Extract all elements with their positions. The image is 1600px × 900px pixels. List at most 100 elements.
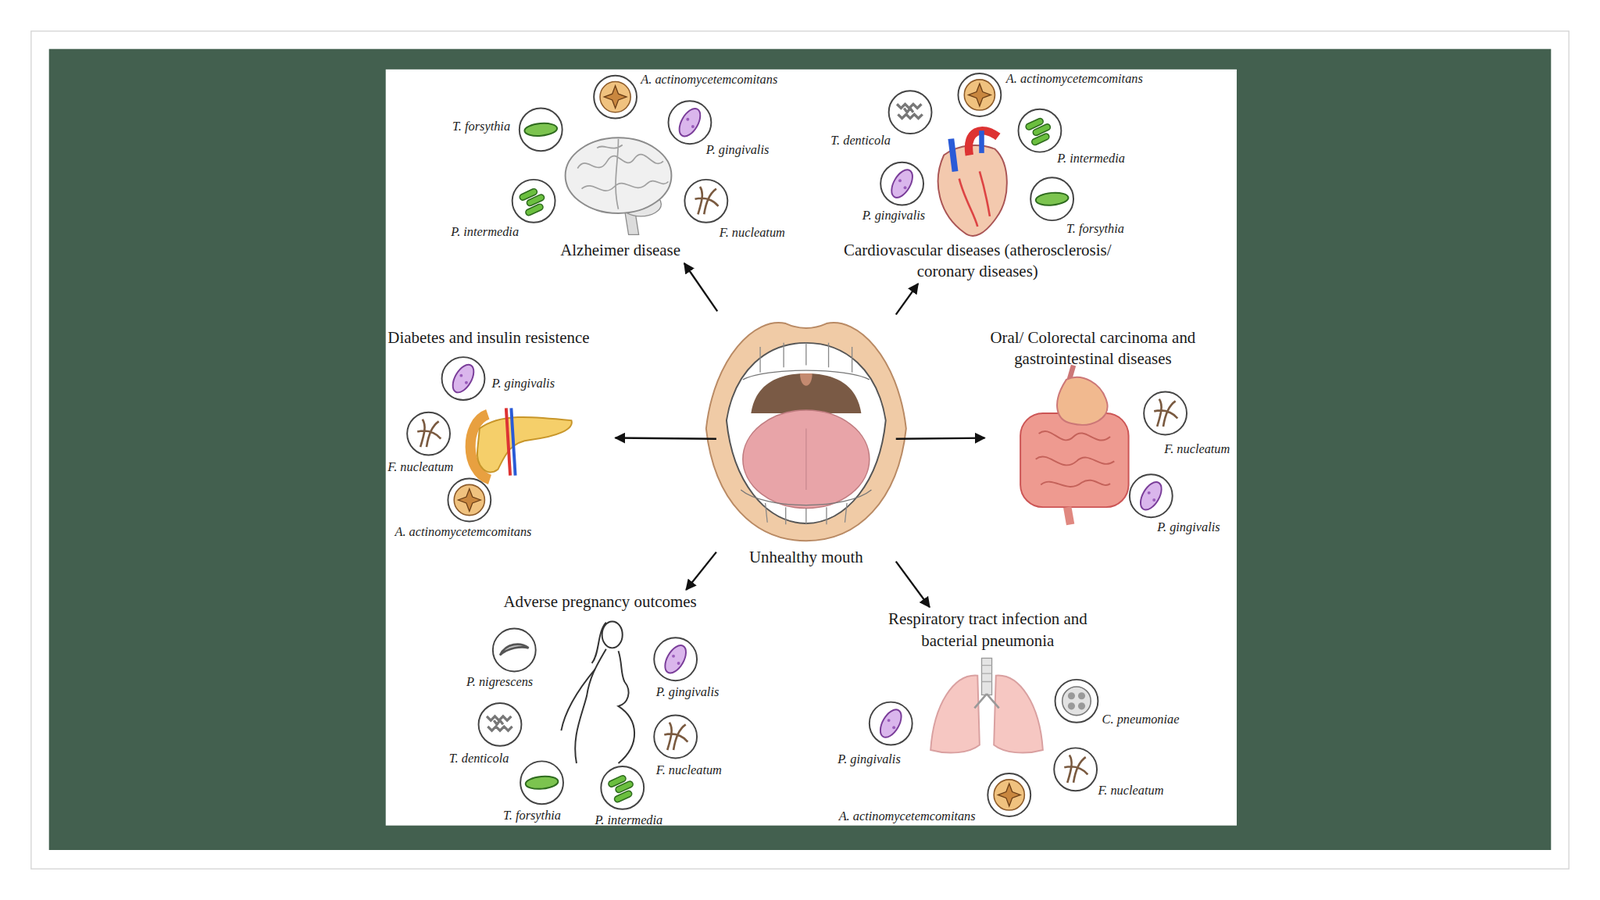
- open-mouth-illustration-part: [800, 373, 813, 386]
- bacteria-label: A. actinomycetemcomitans: [839, 807, 976, 825]
- disease-group: Adverse pregnancy outcomes: [449, 589, 736, 826]
- bacteria-label: P. intermedia: [1057, 150, 1125, 167]
- bacteria-icons: [407, 73, 1187, 817]
- bacteria-label: P. gingivalis: [492, 375, 555, 393]
- bacteria-icons-part: [684, 179, 728, 223]
- gut-illustration-part: [1067, 507, 1071, 525]
- heart-illustration: [938, 130, 1008, 236]
- open-mouth-illustration-part: [765, 503, 847, 525]
- disease-group: Diabetes and insulin resistence: [385, 324, 616, 549]
- open-mouth-illustration-part: [706, 322, 907, 541]
- pregnant-woman-outline-part: [602, 621, 623, 648]
- pregnant-woman-outline-part: [560, 669, 595, 731]
- bacteria-label: T. denticola: [830, 132, 891, 150]
- brain-illustration-part: [565, 137, 672, 214]
- bacteria-label: P. intermedia: [594, 812, 663, 829]
- bacteria-icons-part: [1129, 474, 1173, 518]
- lungs-illustration-part: [930, 675, 980, 754]
- bacteria-label: P. gingivalis: [706, 142, 769, 159]
- bacteria-icons-part: [653, 715, 697, 759]
- gut-illustration-part: [1020, 413, 1129, 508]
- pregnant-woman-outline-part: [575, 649, 607, 764]
- gut-illustration: [1020, 365, 1129, 525]
- arrow-connector: [684, 263, 718, 311]
- lungs-illustration: [930, 657, 1043, 753]
- bacteria-label: C. pneumoniae: [1102, 710, 1180, 728]
- bacteria-label: P. gingivalis: [656, 683, 719, 700]
- bacteria-icons-part: [1053, 747, 1097, 791]
- heart-illustration-part: [959, 171, 990, 227]
- bacteria-icons-part: [600, 766, 644, 810]
- node-title: Diabetes and insulin resistence: [387, 326, 622, 348]
- node-title: Oral/ Colorectal carcinoma and gastroint…: [983, 326, 1203, 370]
- bacteria-label: T. forsythia: [452, 118, 511, 136]
- bacteria-icons-part: [880, 162, 924, 206]
- arrow-connector: [896, 561, 930, 608]
- bacteria-label: P. gingivalis: [862, 207, 925, 224]
- arrow-connector: [685, 552, 717, 590]
- node-title: Unhealthy mouth: [734, 546, 878, 568]
- arrow-connector: [896, 283, 918, 315]
- pregnant-woman-outline: [560, 621, 635, 764]
- bacteria-icons-part: [987, 773, 1031, 817]
- open-mouth-illustration-part: [726, 342, 886, 524]
- open-mouth-illustration-part: [740, 489, 872, 506]
- mouth-group: Unhealthy mouth: [716, 310, 897, 568]
- bacteria-icons-part: [1018, 109, 1062, 153]
- bacteria-icons-part: [957, 73, 1001, 117]
- bacteria-label: P. intermedia: [450, 223, 519, 240]
- bacteria-icons-part: [519, 107, 563, 151]
- lungs-illustration-part: [981, 657, 992, 695]
- gut-illustration-part: [1057, 377, 1108, 425]
- pregnant-woman-outline-part: [618, 650, 636, 764]
- bacteria-label: A. actinomycetemcomitans: [1006, 70, 1143, 87]
- node-title: Respiratory tract infection and bacteria…: [885, 607, 1090, 651]
- node-title: Alzheimer disease: [539, 239, 703, 261]
- lungs-illustration-part: [974, 693, 999, 708]
- bacteria-label: F. nucleatum: [1097, 782, 1164, 800]
- pancreas-illustration-part: [510, 407, 515, 475]
- heart-illustration-part: [968, 130, 998, 155]
- arrow-connector: [896, 438, 986, 440]
- bacteria-icons-part: [407, 412, 450, 456]
- brain-illustration-part: [577, 139, 668, 210]
- bacteria-icons-part: [478, 703, 522, 747]
- bacteria-label: A. actinomycetemcomitans: [640, 71, 778, 88]
- pregnant-woman-outline-part: [592, 622, 607, 664]
- bacteria-icons-part: [668, 100, 712, 144]
- open-mouth-illustration-part: [750, 373, 861, 414]
- bacteria-icons-part: [653, 637, 697, 681]
- disease-group: Cardiovascular diseases (atherosclerosis…: [836, 69, 1154, 284]
- heart-illustration-part: [978, 130, 985, 154]
- open-mouth-illustration-part: [760, 342, 853, 373]
- bacteria-label: P. gingivalis: [1157, 519, 1220, 536]
- brain-illustration: [565, 137, 672, 235]
- bacteria-icons-part: [1143, 392, 1187, 436]
- bacteria-label: F. nucleatum: [1164, 440, 1230, 458]
- disease-group: Oral/ Colorectal carcinoma and gastroint…: [984, 324, 1237, 549]
- bacteria-label: T. forsythia: [1066, 220, 1125, 237]
- pancreas-illustration-part: [477, 417, 572, 473]
- bacteria-icons-part: [593, 75, 637, 119]
- bacteria-label: T. forsythia: [503, 807, 561, 824]
- node-title: Cardiovascular diseases (atherosclerosis…: [836, 239, 1118, 283]
- open-mouth-illustration: [706, 322, 907, 541]
- bacteria-icons-part: [447, 478, 491, 522]
- open-mouth-illustration-part: [742, 410, 870, 508]
- pancreas-illustration-part: [506, 407, 511, 475]
- bacteria-icons-part: [512, 179, 556, 223]
- arrow-connector: [615, 437, 717, 439]
- bacteria-label: T. denticola: [449, 750, 510, 767]
- bacteria-icons-part: [1030, 177, 1074, 221]
- bacteria-label: F. nucleatum: [719, 224, 786, 241]
- bacteria-icons-part: [1055, 679, 1099, 723]
- bacteria-icons-part: [442, 357, 486, 400]
- bacteria-label: A. actinomycetemcomitans: [394, 523, 532, 540]
- gut-illustration-part: [1035, 431, 1115, 487]
- bacteria-label: P. nigrescens: [466, 673, 533, 690]
